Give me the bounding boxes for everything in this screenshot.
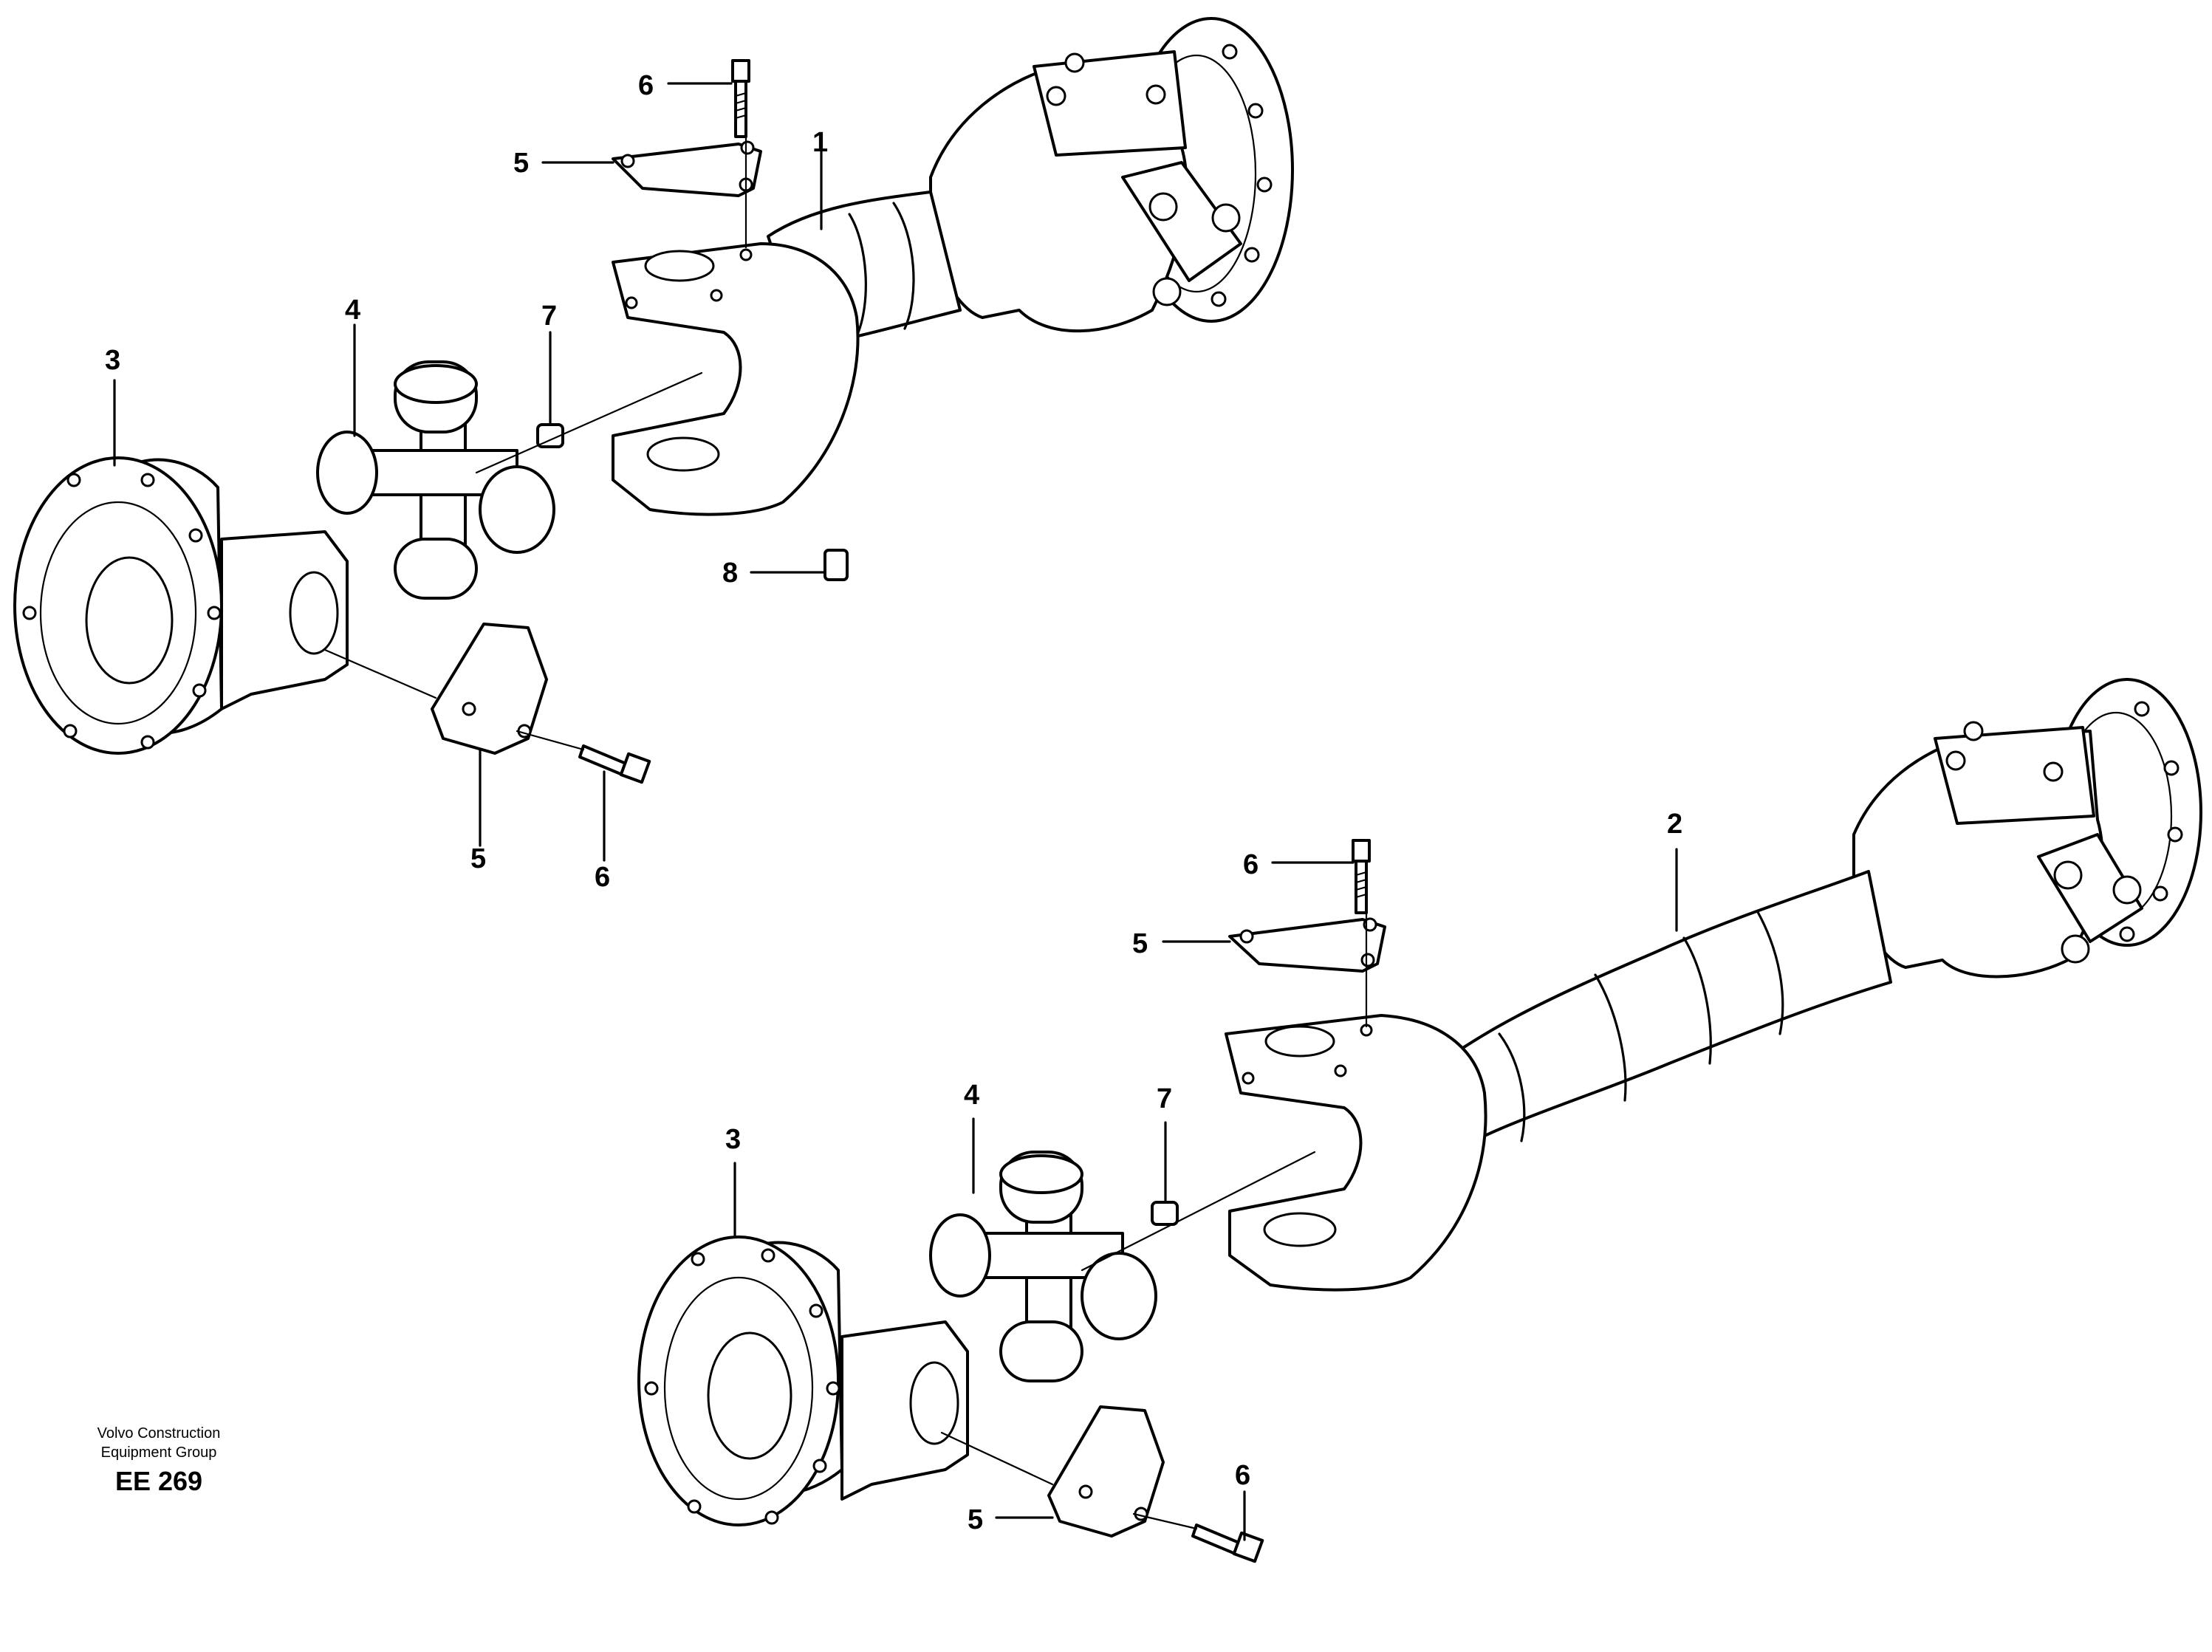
bottom-grease-nipple-7: [1151, 1201, 1179, 1226]
bottom-lower-lock-plate: [1047, 1405, 1165, 1538]
callout-top-3: 3: [105, 345, 120, 376]
top-flange-bearing-housing: [13, 456, 349, 755]
top-lower-bolt: [578, 744, 651, 784]
callout-numbers: 1 3 4 6 5 7 8 5 6 2 3 4 7 6 5 5 6: [105, 70, 1682, 1535]
callout-bottom-2: 2: [1667, 809, 1682, 840]
bottom-shaft-tube: [1402, 870, 1892, 1161]
bottom-lower-bolt: [1191, 1524, 1264, 1563]
bottom-flange-bearing-housing: [637, 1235, 969, 1526]
bottom-shaft-left-yoke: [1225, 1014, 1487, 1292]
top-upper-bolt: [731, 59, 750, 138]
callout-top-1: 1: [812, 127, 828, 158]
callout-top-5-upper: 5: [513, 148, 529, 179]
callout-bottom-6-lower: 6: [1235, 1460, 1250, 1491]
bottom-yoke-lock-plate: [1228, 918, 1386, 973]
credit-company-line2: Equipment Group: [100, 1444, 217, 1461]
top-shaft-left-yoke: [612, 242, 860, 516]
top-universal-joint-cross: [316, 360, 555, 600]
callout-bottom-7: 7: [1157, 1083, 1172, 1114]
bottom-universal-joint-cross: [929, 1151, 1157, 1382]
callout-top-6-upper: 6: [638, 70, 654, 101]
credit-company-line1: Volvo Construction: [97, 1425, 221, 1442]
callout-top-7: 7: [541, 301, 557, 332]
callout-top-6-lower: 6: [595, 862, 610, 893]
drawing-code: EE 269: [114, 1466, 203, 1496]
bottom-upper-bolt: [1352, 839, 1371, 914]
callout-leaders: [113, 82, 1678, 1541]
callout-bottom-6-upper: 6: [1243, 849, 1259, 880]
callout-top-4: 4: [345, 295, 360, 326]
top-grease-nipple-8: [823, 549, 849, 581]
callout-bottom-4: 4: [964, 1080, 979, 1111]
top-lower-lock-plate: [431, 623, 548, 755]
callout-bottom-5-lower: 5: [968, 1504, 983, 1535]
callout-top-5-lower: 5: [470, 843, 486, 874]
top-yoke-lock-plate: [612, 143, 762, 197]
top-propeller-shaft-assembly: [612, 17, 1294, 516]
callout-top-8: 8: [722, 558, 738, 589]
callout-bottom-3: 3: [725, 1124, 741, 1155]
bottom-propeller-shaft-assembly: [1225, 678, 2202, 1292]
callout-bottom-5-upper: 5: [1132, 928, 1148, 959]
